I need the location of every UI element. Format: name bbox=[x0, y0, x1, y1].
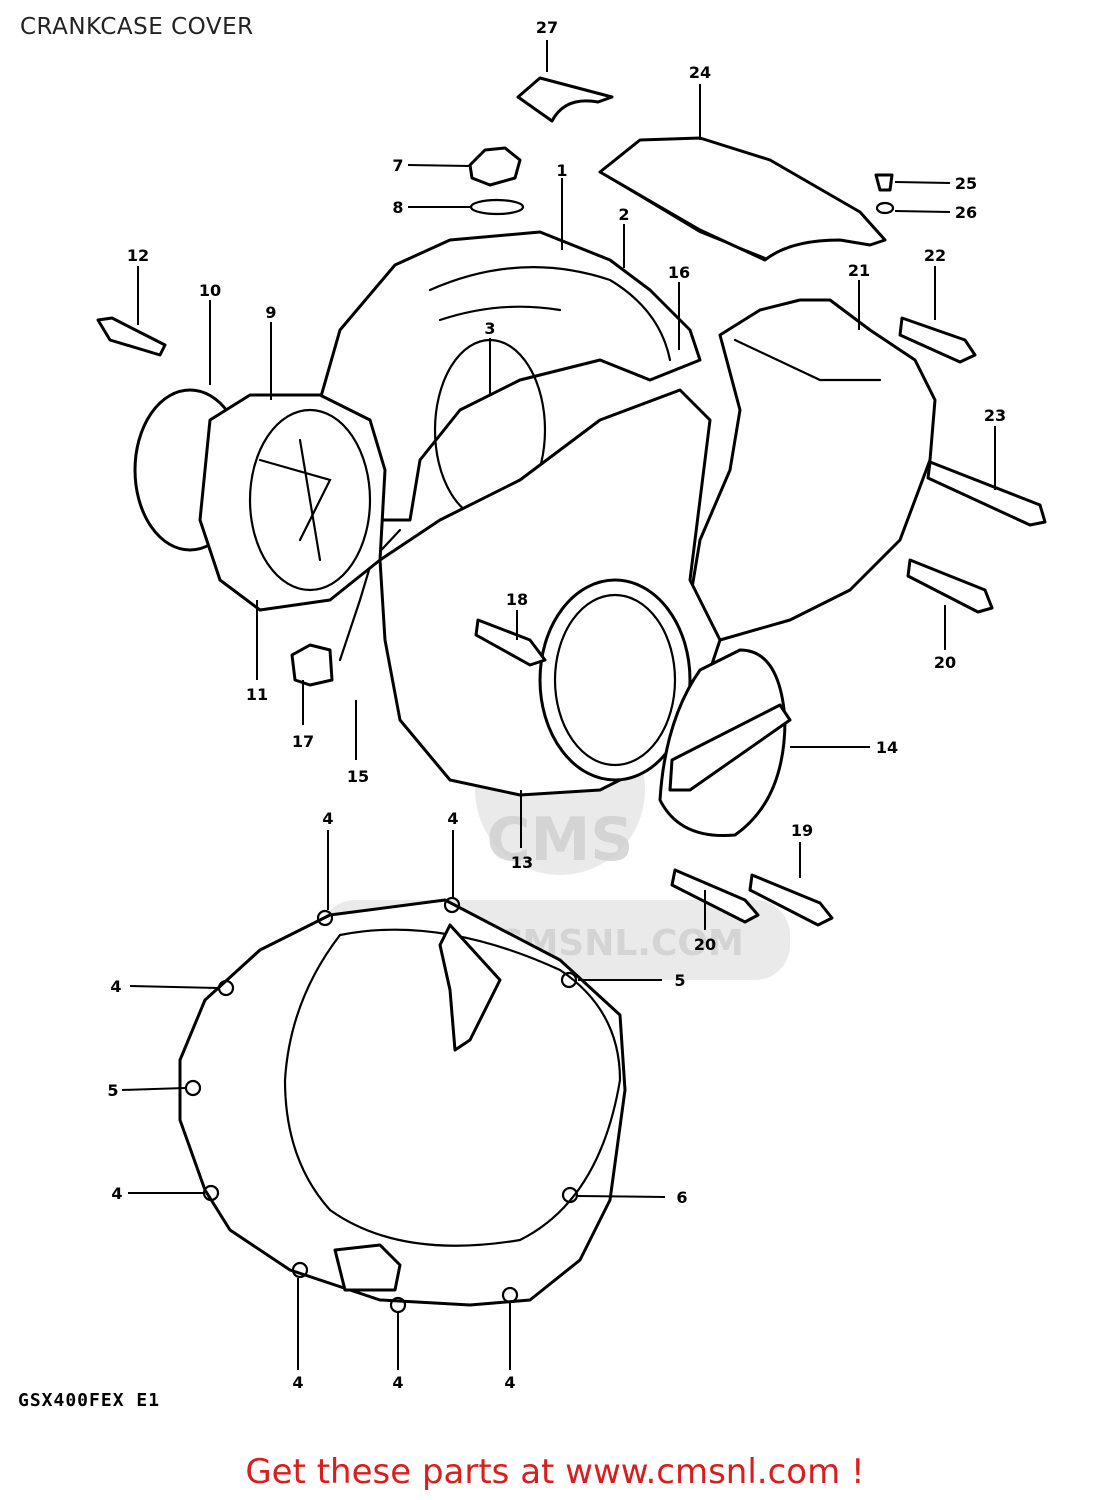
part-24-top-cover bbox=[598, 136, 887, 262]
part-20-bolt-lower bbox=[670, 868, 760, 924]
part-15-gasket bbox=[338, 528, 402, 662]
callout-12: 12 bbox=[127, 246, 149, 265]
part-9-cover bbox=[198, 393, 387, 612]
part-20-bolt-upper bbox=[906, 558, 994, 614]
promo-link[interactable]: Get these parts at www.cmsnl.com ! bbox=[245, 1452, 865, 1492]
callout-14: 14 bbox=[876, 738, 898, 757]
callout-2: 2 bbox=[618, 205, 629, 224]
callout-20-upper: 20 bbox=[934, 653, 956, 672]
callout-19: 19 bbox=[791, 821, 813, 840]
callout-26: 26 bbox=[955, 203, 977, 222]
callout-5-b: 5 bbox=[107, 1081, 118, 1100]
lower-cover bbox=[178, 898, 627, 1307]
callout-4-e: 4 bbox=[292, 1373, 303, 1392]
callout-18: 18 bbox=[506, 590, 528, 609]
callout-9: 9 bbox=[265, 303, 276, 322]
callout-24: 24 bbox=[689, 63, 711, 82]
callout-16: 16 bbox=[668, 263, 690, 282]
callout-4-c: 4 bbox=[110, 977, 121, 996]
callout-20-lower: 20 bbox=[694, 935, 716, 954]
watermark-logo-text: CMS bbox=[487, 805, 634, 875]
callout-7: 7 bbox=[392, 156, 403, 175]
callout-22: 22 bbox=[924, 246, 946, 265]
callout-11: 11 bbox=[246, 685, 268, 704]
part-7-filler-cap bbox=[468, 146, 522, 187]
callout-4-d: 4 bbox=[111, 1184, 122, 1203]
callout-4-f: 4 bbox=[392, 1373, 403, 1392]
model-code: GSX400FEX E1 bbox=[18, 1390, 161, 1411]
callout-4-g: 4 bbox=[504, 1373, 515, 1392]
callout-13: 13 bbox=[511, 853, 533, 872]
callout-1: 1 bbox=[556, 161, 567, 180]
part-25-bolt bbox=[874, 173, 894, 192]
callout-17: 17 bbox=[292, 732, 314, 751]
part-27-cap bbox=[516, 76, 614, 123]
callout-labels: 27 24 7 8 1 25 26 2 12 10 9 16 21 22 3 2… bbox=[107, 18, 1006, 1392]
part-21-side-cover bbox=[688, 298, 937, 642]
part-12-bolt bbox=[96, 316, 167, 357]
part-22-bolt bbox=[898, 316, 977, 364]
callout-5-a: 5 bbox=[674, 971, 685, 990]
part-18-bolt bbox=[474, 618, 547, 667]
callout-4-a: 4 bbox=[322, 809, 333, 828]
page-title: CRANKCASE COVER bbox=[20, 14, 254, 40]
callout-3: 3 bbox=[484, 319, 495, 338]
callout-23: 23 bbox=[984, 406, 1006, 425]
leader-lines bbox=[121, 40, 996, 1370]
part-17-dowel bbox=[290, 643, 334, 687]
callout-6: 6 bbox=[676, 1188, 687, 1207]
part-8-o-ring bbox=[469, 198, 525, 216]
callout-27: 27 bbox=[536, 18, 558, 37]
callout-10: 10 bbox=[199, 281, 221, 300]
part-13-window bbox=[538, 578, 692, 782]
callout-25: 25 bbox=[955, 174, 977, 193]
part-26-washer bbox=[875, 201, 895, 215]
callout-8: 8 bbox=[392, 198, 403, 217]
part-19-bolt bbox=[748, 873, 834, 927]
callout-21: 21 bbox=[848, 261, 870, 280]
callout-4-b: 4 bbox=[447, 809, 458, 828]
callout-15: 15 bbox=[347, 767, 369, 786]
part-23-bolt bbox=[926, 460, 1047, 527]
